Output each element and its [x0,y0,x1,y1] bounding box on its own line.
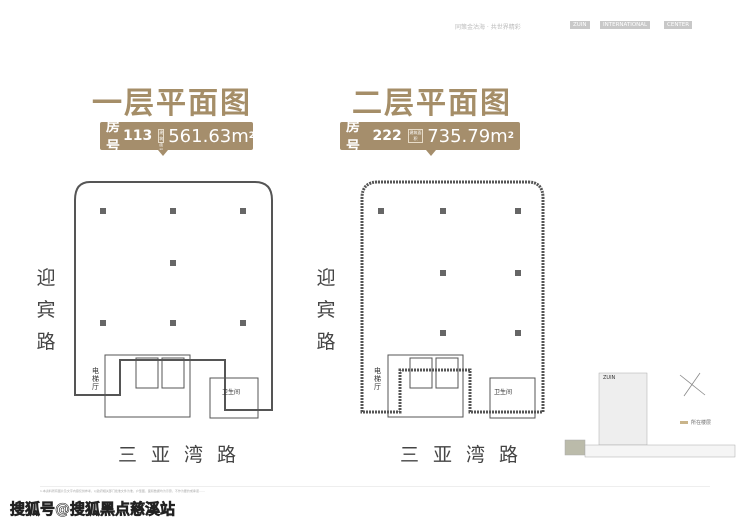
header-tag: ZUIN [570,21,590,29]
building-elevation [564,372,736,458]
header-tag: CENTER [664,21,693,29]
elevator-hall-label: 电梯厅 [92,367,99,391]
room-number: 222 [372,128,402,144]
building-logo: ZUIN [603,375,616,381]
badge-pointer [426,150,436,156]
elevator-hall-label: 电梯厅 [374,367,381,391]
room-number: 113 [123,128,153,144]
area-value: 735.79m [427,125,508,147]
badge-pointer [158,150,168,156]
unit-sup: 2 [248,131,256,141]
restroom-label: 卫生间 [222,389,241,396]
unit-sup: 2 [507,131,514,141]
area-icon: 建筑面积 [407,129,424,143]
restroom-label: 卫生间 [494,389,513,396]
floor2-title: 二层平面图 [352,86,512,121]
floor1-plan [74,181,273,419]
disclaimer: 1.本资料所有图片及文字内容仅供参考，以政府相关部门批准文件为准，户型图、面积数… [40,486,710,493]
room-label: 房号 [346,119,360,155]
room-label: 房号 [106,119,120,155]
compass-icon [679,372,706,397]
south-road-label: 三亚湾路 [118,444,251,466]
header-tag: INTERNATIONAL [600,21,651,29]
watermark: 搜狐号@搜狐黑点慈溪站 [10,500,176,519]
legend-label: 所在楼层 [691,420,712,426]
floor2-plan [360,180,545,419]
header-slogan: 同策金沽海 · 共世界精彩 [455,24,521,31]
west-road-label: 迎宾路 [36,267,56,353]
area-value: 561.63m [168,125,249,147]
west-road-label: 迎宾路 [316,267,336,353]
floor1-title: 一层平面图 [92,86,252,121]
south-road-label: 三亚湾路 [400,444,533,466]
legend-swatch [680,421,688,424]
